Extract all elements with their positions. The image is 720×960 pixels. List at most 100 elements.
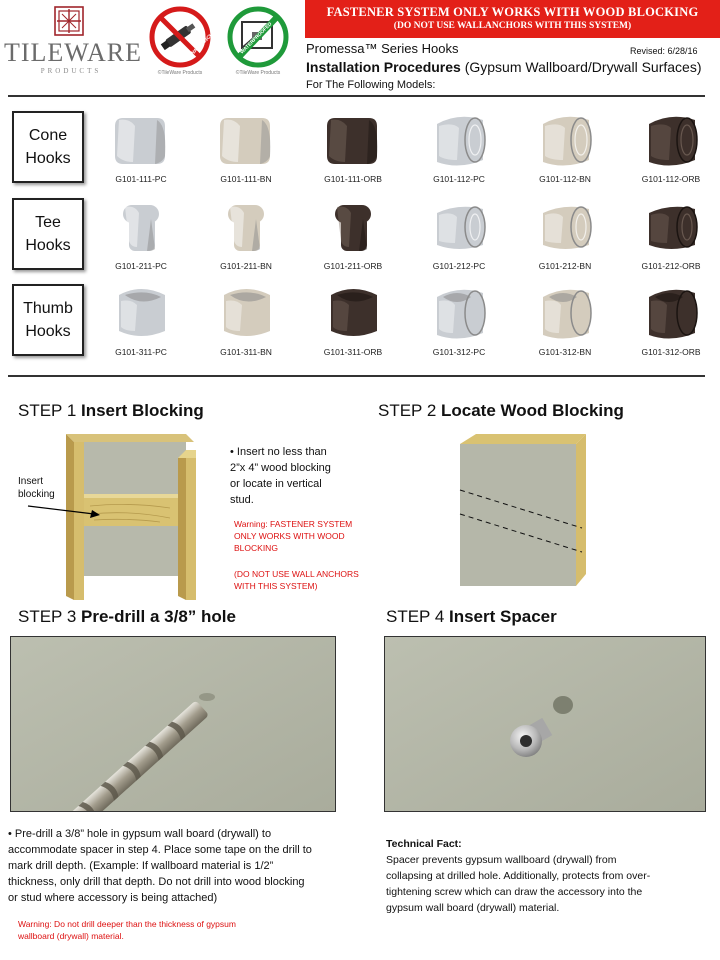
hook-model-code: G101-312-BN <box>538 347 592 357</box>
tee-hook-icon <box>123 205 159 251</box>
step-1-warning-line-5: WITH THIS SYSTEM) <box>234 581 318 591</box>
step-1-heading: STEP 1 Insert Blocking <box>18 401 204 421</box>
banner-line-1: FASTENER SYSTEM ONLY WORKS WITH WOOD BLO… <box>326 5 699 19</box>
tee-hook-icon <box>649 206 698 249</box>
row-label-line-2: Hooks <box>25 323 71 340</box>
waterproofed-caption: ©TileWare Products <box>235 70 281 76</box>
insert-blocking-board <box>84 498 178 526</box>
hook-model-g101-311-orb: G101-311-ORB <box>300 277 406 363</box>
divider-top <box>8 95 705 97</box>
drill-bit-icon <box>39 701 208 811</box>
hook-model-g101-112-pc: G101-112-PC <box>406 104 512 190</box>
hook-model-g101-212-pc: G101-212-PC <box>406 191 512 277</box>
drilled-hole <box>553 696 573 714</box>
row-label-line-1: Tee <box>35 214 61 231</box>
models-intro: For The Following Models: <box>306 79 436 91</box>
hook-model-code: G101-311-ORB <box>323 347 383 357</box>
step-1-warning: Warning: FASTENER SYSTEM ONLY WORKS WITH… <box>234 518 359 592</box>
step-3-note-line-1: • Pre-drill a 3/8” hole in gypsum wall b… <box>8 828 272 840</box>
tileware-logo-mark-icon <box>54 6 84 36</box>
hook-model-code: G101-112-PC <box>433 174 485 184</box>
step-1-note-line-3: or locate in vertical <box>230 478 322 490</box>
left-stud-side <box>66 434 74 600</box>
installation-title-surface: (Gypsum Wallboard/Drywall Surfaces) <box>460 59 702 75</box>
step-4-heading: STEP 4 Insert Spacer <box>386 607 557 627</box>
hook-model-g101-111-pc: G101-111-PC <box>88 104 194 190</box>
row-label-line-1: Cone <box>28 127 68 144</box>
installation-title-bold: Installation Procedures <box>306 59 461 75</box>
step-1-warning-line-2: ONLY WORKS WITH WOOD <box>234 531 345 541</box>
step-4-spacer-photo <box>384 636 706 812</box>
row-label-line-1: Thumb <box>23 300 73 317</box>
hook-model-code: G101-211-ORB <box>323 261 383 271</box>
wood-grain-lines <box>89 504 171 523</box>
row-label-cone-hooks: Cone Hooks <box>12 111 84 183</box>
row-label-line-2: Hooks <box>25 237 71 254</box>
step-3-drill-photo <box>10 636 336 812</box>
step-4-title: Insert Spacer <box>449 607 557 626</box>
tee-hook-icon <box>543 206 592 249</box>
spacer-icon <box>510 717 553 757</box>
step-3-note-line-4: thickness, only drill that depth. Do not… <box>8 876 305 888</box>
step-2-prefix: STEP 2 <box>378 401 441 420</box>
hook-model-g101-311-bn: G101-311-BN <box>193 277 299 363</box>
right-stud-front <box>186 458 196 600</box>
hook-model-code: G101-312-ORB <box>641 347 701 357</box>
thumb-hook-icon <box>543 289 592 339</box>
blocking-bottom-dashed-line <box>459 513 583 553</box>
right-stud-side <box>178 458 186 600</box>
step-1-note-line-1: • Insert no less than <box>230 446 327 458</box>
technical-fact-line-2: collapsing at drilled hole. Additionally… <box>386 870 651 882</box>
step-3-note-line-3: mark drill depth. (Example: If wallboard… <box>8 860 274 872</box>
step-1-warning-line-3: BLOCKING <box>234 543 278 553</box>
row-label-thumb-hooks: Thumb Hooks <box>12 284 84 356</box>
hook-model-code: G101-212-BN <box>538 261 592 271</box>
waterproofed-icon: WATERPROOFED <box>227 6 289 68</box>
hook-model-code: G101-211-PC <box>115 261 167 271</box>
hook-model-code: G101-212-PC <box>432 261 486 271</box>
step-3-warning-line-2: wallboard (drywall) material. <box>18 931 124 941</box>
hook-model-code: G101-311-PC <box>115 347 167 357</box>
step-3-heading: STEP 3 Pre-drill a 3/8” hole <box>18 607 236 627</box>
spacer-illustration <box>385 637 705 811</box>
hook-model-code: G101-111-PC <box>115 174 167 184</box>
series-title: Promessa™ Series Hooks <box>306 41 459 56</box>
hook-model-code: G101-212-ORB <box>641 261 701 271</box>
wall-top-plate <box>460 434 586 444</box>
cone-hook-icon <box>543 116 592 166</box>
no-wall-anchors-badge: NO WALL ANCHORS ©TileWare Products <box>146 6 223 78</box>
thumb-hook-icon <box>649 289 698 339</box>
waterproofed-badge: WATERPROOFED ©TileWare Products <box>224 6 292 78</box>
hook-model-code: G101-312-PC <box>432 347 486 357</box>
divider-middle <box>8 375 705 377</box>
technical-fact-line-1: Spacer prevents gypsum wallboard (drywal… <box>386 854 617 866</box>
left-stud-front <box>74 442 84 600</box>
step-1-warning-line-1: Warning: FASTENER SYSTEM <box>234 519 353 529</box>
hook-model-g101-312-bn: G101-312-BN <box>512 277 618 363</box>
tee-hook-icon <box>437 206 486 249</box>
thumb-hook-icon <box>437 289 486 339</box>
hook-model-g101-212-bn: G101-212-BN <box>512 191 618 277</box>
revised-date: Revised: 6/28/16 <box>630 46 698 56</box>
hook-model-g101-211-orb: G101-211-ORB <box>300 191 406 277</box>
hook-model-code: G101-111-BN <box>220 174 272 184</box>
thumb-hook-icon <box>119 289 165 336</box>
step-3-prefix: STEP 3 <box>18 607 81 626</box>
hook-model-code: G101-211-BN <box>220 261 272 271</box>
fastener-warning-banner: FASTENER SYSTEM ONLY WORKS WITH WOOD BLO… <box>305 0 720 38</box>
hook-model-g101-311-pc: G101-311-PC <box>88 277 194 363</box>
blocking-top-dashed-line <box>459 489 583 529</box>
step-3-title: Pre-drill a 3/8” hole <box>81 607 236 626</box>
callout-arrow-line <box>27 505 95 515</box>
row-label-line-2: Hooks <box>25 150 71 167</box>
callout-arrowhead-icon <box>90 510 100 518</box>
step-1-note-line-2: 2”x 4” wood blocking <box>230 462 331 474</box>
brand-subtitle: PRODUCTS <box>40 67 102 75</box>
step-3-warning-line-1: Warning: Do not drill deeper than the th… <box>18 919 236 929</box>
step-1-note-line-4: stud. <box>230 494 254 506</box>
hook-model-g101-212-orb: G101-212-ORB <box>618 191 720 277</box>
top-plate <box>66 434 194 442</box>
no-wall-anchors-icon: NO WALL ANCHORS <box>149 6 223 68</box>
hook-model-g101-112-orb: G101-112-ORB <box>618 104 720 190</box>
step-2-heading: STEP 2 Locate Wood Blocking <box>378 401 624 421</box>
